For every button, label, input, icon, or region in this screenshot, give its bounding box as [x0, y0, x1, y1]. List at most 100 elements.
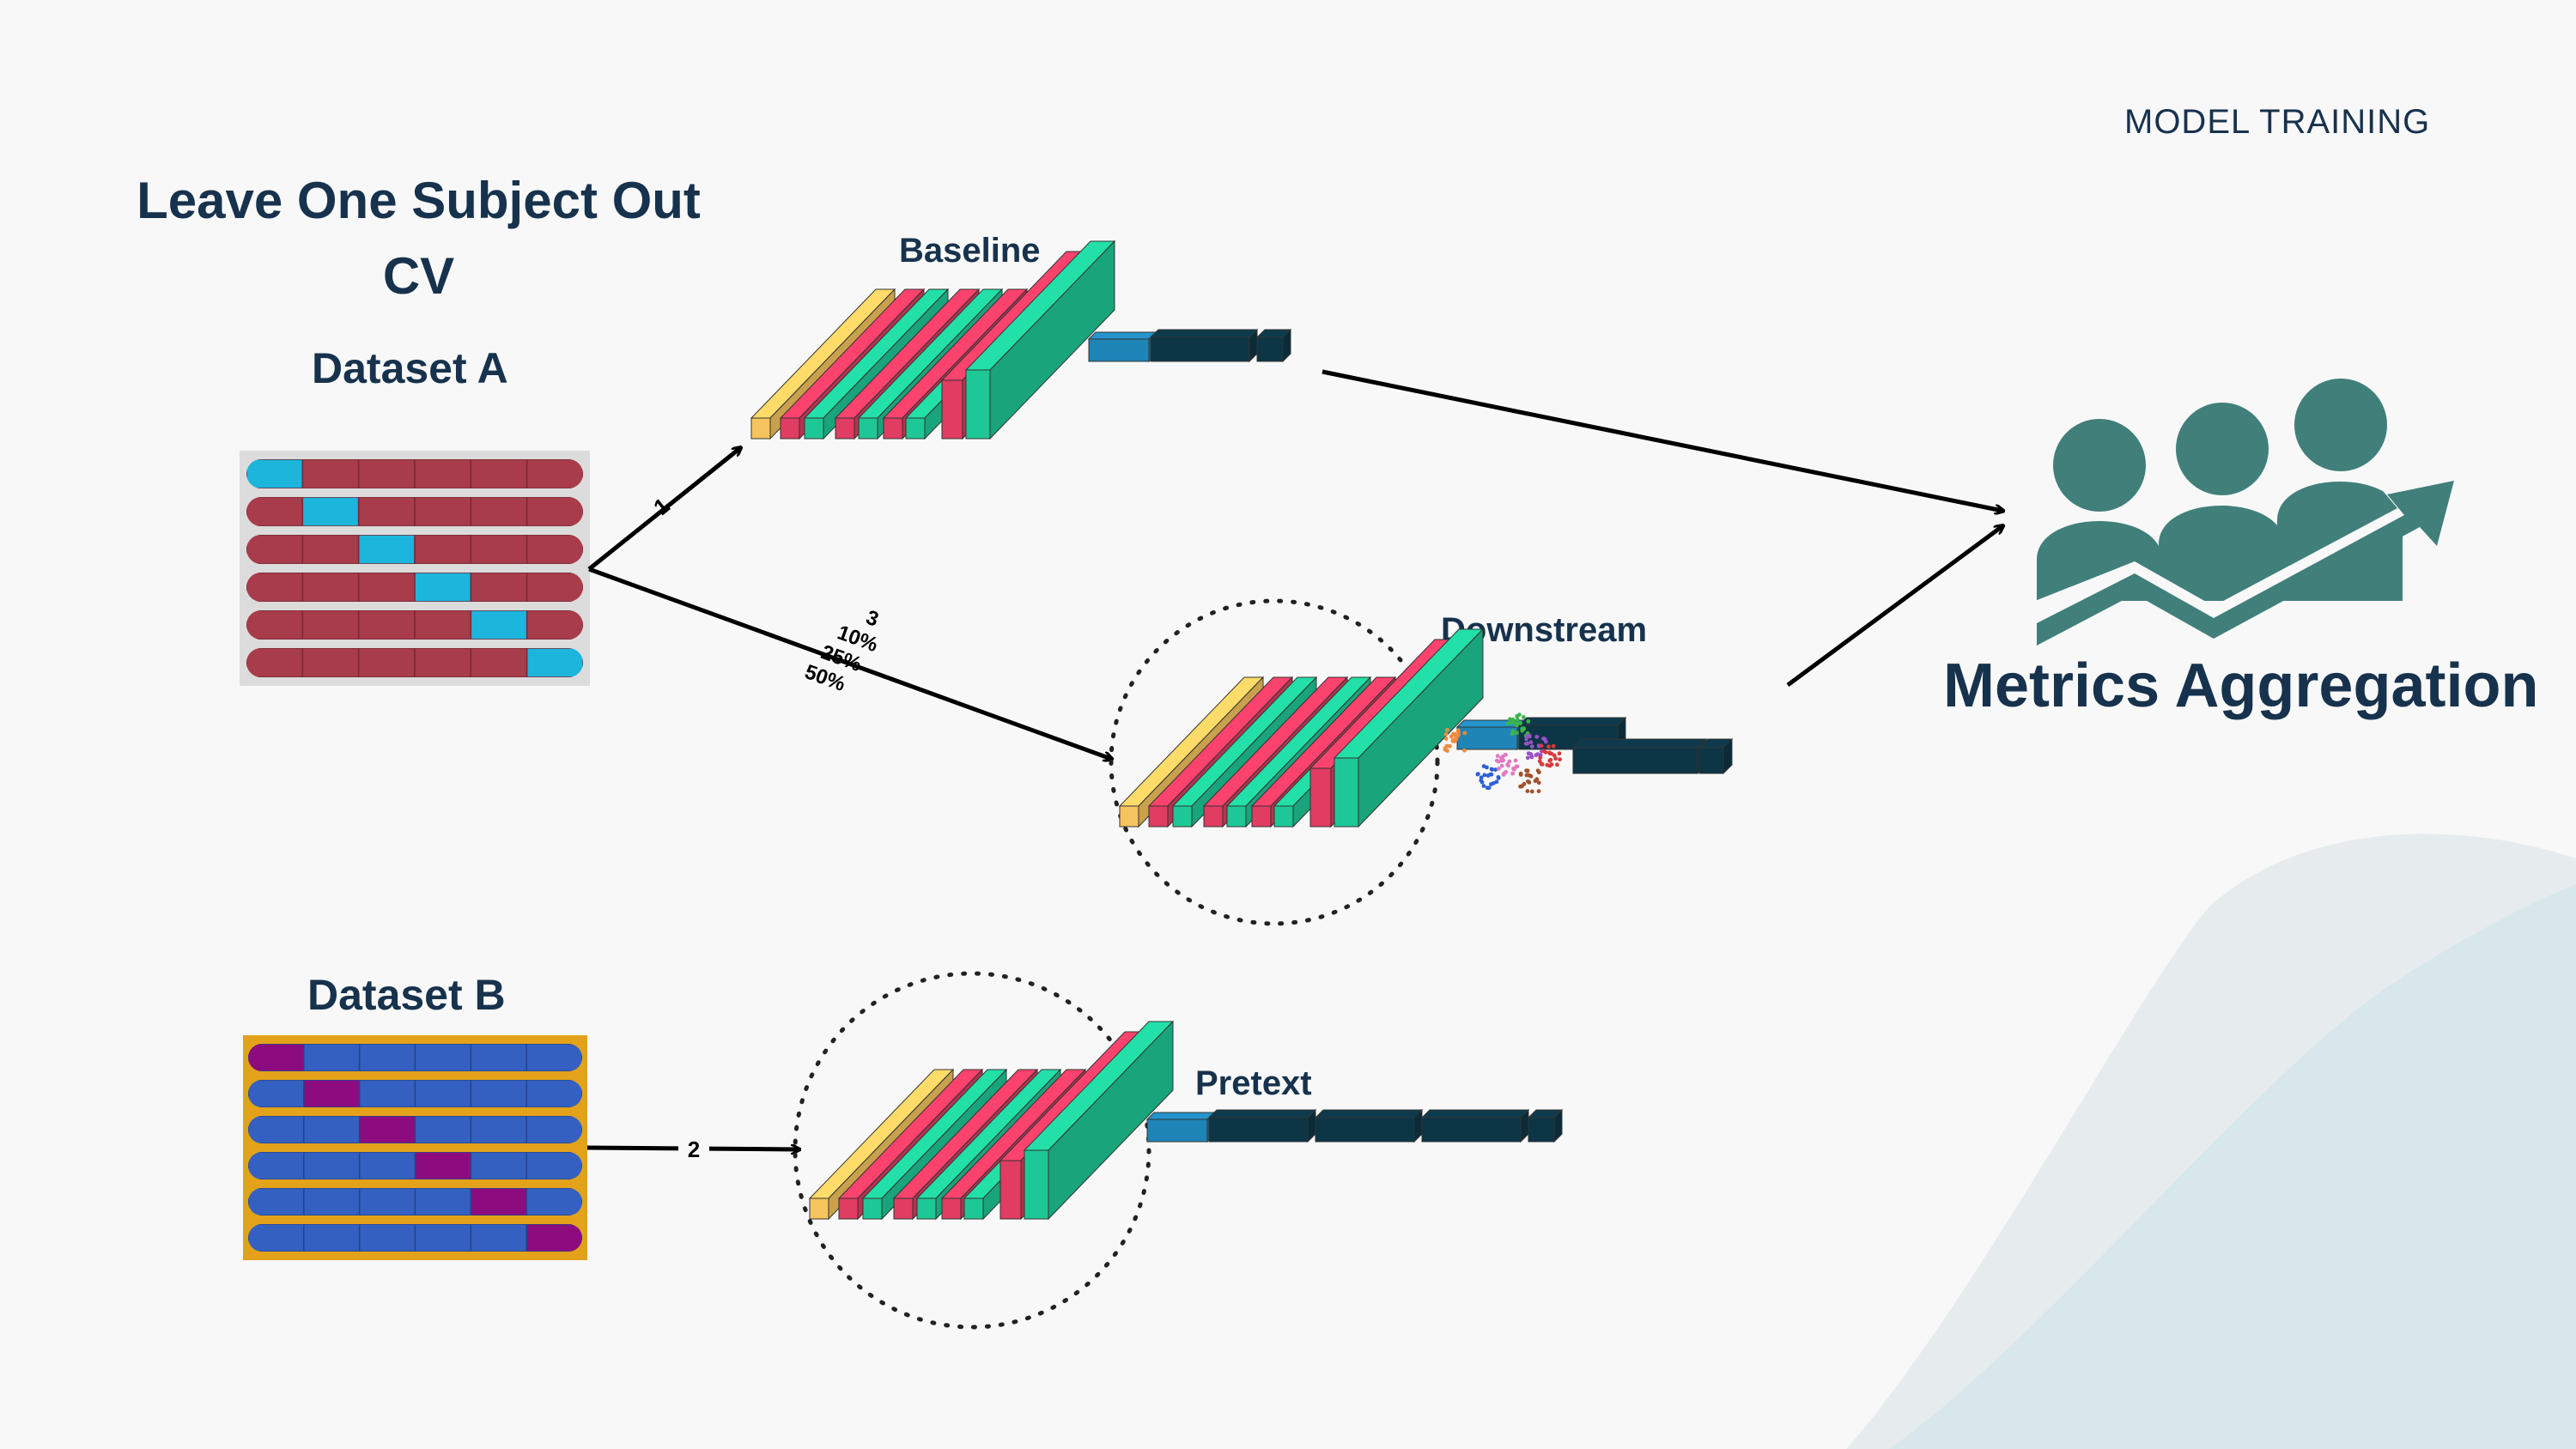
- embedding-point: [1504, 752, 1508, 757]
- held-out-segment: [414, 573, 472, 602]
- dense-layer: [1698, 737, 1734, 775]
- train-segment: [414, 1044, 472, 1071]
- train-segment: [357, 648, 416, 677]
- train-segment: [414, 1080, 472, 1107]
- embedding-point: [1546, 744, 1551, 749]
- embedding-point: [1536, 780, 1541, 785]
- embedding-point: [1443, 731, 1449, 737]
- train-segment: [357, 610, 416, 640]
- conv-layer: [1333, 627, 1485, 828]
- embedding-point: [1548, 757, 1553, 762]
- held-out-segment: [303, 1080, 361, 1107]
- train-segment: [414, 459, 472, 488]
- train-segment: [246, 573, 304, 602]
- embedding-point: [1520, 728, 1525, 733]
- people-growth-icon: [2035, 379, 2458, 646]
- embedding-point: [1525, 768, 1530, 773]
- section-label: MODEL TRAINING: [2124, 103, 2431, 141]
- dataset-b-grid: [243, 1035, 587, 1260]
- embedding-point: [1497, 767, 1501, 771]
- embedding-point: [1462, 748, 1467, 753]
- held-out-segment: [358, 1116, 416, 1143]
- train-segment: [470, 1224, 527, 1252]
- embedding-point: [1510, 729, 1516, 734]
- dataset-row: [248, 1188, 582, 1216]
- embedding-point: [1528, 773, 1534, 779]
- arrow-downstream-to-metrics: [1786, 526, 2002, 688]
- train-segment: [248, 1188, 305, 1216]
- train-segment: [357, 573, 416, 602]
- train-segment: [470, 1080, 527, 1107]
- dense-layer: [1455, 718, 1526, 751]
- train-segment: [414, 1116, 472, 1143]
- embedding-point: [1513, 758, 1518, 763]
- embedding-point: [1535, 752, 1540, 756]
- embedding-point: [1547, 763, 1552, 768]
- embedding-point: [1496, 774, 1501, 779]
- embedding-point: [1525, 789, 1530, 793]
- dense-layer: [1527, 1108, 1564, 1143]
- train-segment: [358, 1080, 416, 1107]
- train-segment: [526, 610, 583, 640]
- embedding-point: [1449, 734, 1454, 739]
- arrow-baseline-to-metrics: [1321, 369, 2002, 511]
- held-out-segment: [301, 497, 360, 526]
- dense-layer: [1149, 328, 1259, 363]
- baseline-network: [750, 239, 1292, 440]
- dense-layer: [1314, 1108, 1424, 1143]
- pretext-network: [808, 1020, 1564, 1221]
- train-segment: [526, 573, 583, 602]
- embedding-point: [1510, 771, 1516, 776]
- train-segment: [526, 1116, 582, 1143]
- train-segment: [470, 1152, 527, 1179]
- conv-layer: [964, 239, 1116, 440]
- arrow-baseline: [587, 448, 740, 571]
- train-segment: [470, 648, 528, 677]
- dataset-row: [246, 535, 583, 564]
- embedding-point: [1499, 755, 1504, 761]
- train-segment: [358, 1044, 416, 1071]
- wave-shape-front: [1889, 884, 2576, 1449]
- embedding-point: [1501, 773, 1506, 777]
- train-segment: [526, 1080, 582, 1107]
- embedding-point: [1488, 772, 1492, 777]
- embedding-point: [1490, 767, 1494, 772]
- held-out-segment: [414, 1152, 472, 1179]
- train-segment: [301, 610, 360, 640]
- train-segment: [246, 497, 304, 526]
- arrow-downstream: [588, 567, 1111, 759]
- embedding-point: [1529, 789, 1534, 794]
- baseline-label: Baseline: [899, 232, 1041, 270]
- train-segment: [414, 535, 472, 564]
- embedding-point: [1528, 740, 1534, 745]
- train-segment: [526, 1152, 582, 1179]
- downstream-network: [1118, 627, 1734, 828]
- train-segment: [526, 459, 583, 488]
- page-title: Leave One Subject Out CV: [103, 163, 734, 314]
- dataset-a-title: Dataset A: [312, 344, 508, 392]
- train-segment: [246, 648, 304, 677]
- train-segment: [303, 1188, 361, 1216]
- train-segment: [414, 1188, 472, 1216]
- train-segment: [301, 573, 360, 602]
- embedding-point: [1517, 712, 1522, 718]
- dataset-row: [246, 573, 583, 602]
- train-segment: [303, 1224, 361, 1252]
- downstream-step-labels: 3 10% 25% 50%: [802, 606, 882, 696]
- embedding-point: [1557, 751, 1562, 756]
- held-out-segment: [248, 1044, 305, 1071]
- embedding-point: [1525, 741, 1530, 746]
- embedding-point: [1493, 767, 1498, 773]
- dataset-row: [248, 1080, 582, 1107]
- embedding-point: [1524, 773, 1529, 778]
- embedding-point: [1538, 755, 1543, 761]
- train-segment: [358, 1224, 416, 1252]
- embedding-point: [1539, 743, 1544, 749]
- embedding-point: [1481, 784, 1486, 788]
- train-segment: [470, 535, 528, 564]
- embedding-point: [1481, 764, 1486, 768]
- train-segment: [414, 1224, 472, 1252]
- embedding-point: [1443, 747, 1448, 752]
- embedding-point: [1444, 743, 1449, 749]
- train-segment: [414, 497, 472, 526]
